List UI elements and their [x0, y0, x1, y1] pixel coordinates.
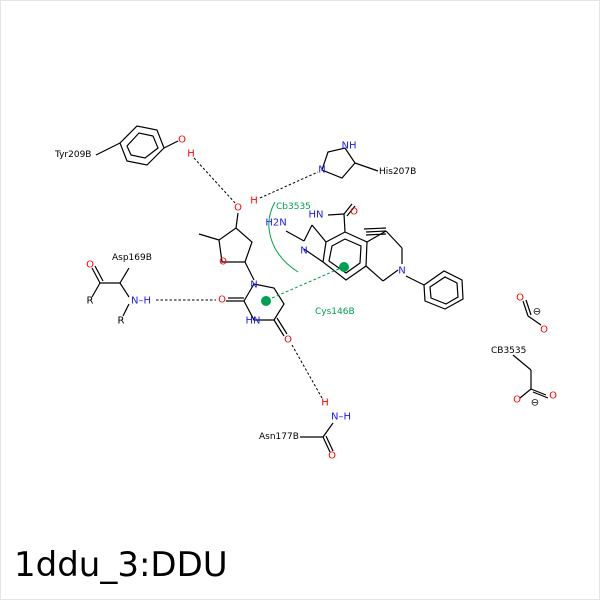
ligand-phenyl: [405, 270, 464, 310]
diagram-title: 1ddu_3:DDU: [14, 545, 228, 585]
cys146b-label: Cys146B: [315, 307, 355, 317]
ligand-amide-nh: HN: [309, 210, 324, 221]
tyr-oxygen: O: [178, 135, 186, 146]
carboxylate-1: O O ⊖: [516, 293, 548, 336]
asp-nh: N–H: [131, 296, 151, 307]
pi-interactions: Cb3535 Cys146B: [261, 201, 355, 317]
sugar-hydroxyl-oxygen: O: [234, 203, 242, 214]
uracil-n3: HN: [246, 316, 261, 327]
sugar-hydroxyl-hydrogen: H: [250, 196, 258, 207]
hydrogen-bonds: [156, 157, 323, 399]
tyr209b-residue: Tyr209B O H: [54, 125, 195, 166]
uracil-o2: O: [218, 295, 226, 306]
asn177b-label: Asn177B: [259, 432, 299, 442]
pi-center-uracil: [261, 296, 271, 306]
ligand-amine-n: N: [398, 266, 405, 277]
asn-nh: N–H: [331, 412, 351, 423]
asn-hydrogen: H: [321, 398, 329, 409]
ligand-amine: H2N: [265, 218, 286, 229]
ligand-uracil: N HN O O: [218, 280, 292, 346]
asn-oxygen: O: [328, 451, 336, 462]
uracil-n1: N: [250, 280, 257, 291]
ligand-carbonyl-oxygen: O: [350, 207, 358, 218]
pi-stack-line: [271, 267, 342, 299]
ligand-sugar: O O H: [198, 196, 258, 281]
tyr-hydrogen: H: [187, 149, 195, 160]
ligand-ring-n: N: [300, 246, 307, 257]
carboxylate-1-o1: O: [516, 293, 524, 304]
his-nh: NH: [342, 141, 357, 152]
pi-center-ligand: [339, 262, 349, 272]
asp169b-residue: O R R Asp169B N–H: [86, 253, 152, 327]
carboxylate-1-o2: O: [540, 325, 548, 336]
uracil-o4: O: [284, 335, 292, 346]
his-n1: N: [318, 165, 325, 176]
ligand-aromatic-system: HN N H2N O N: [265, 203, 406, 282]
asp169b-label: Asp169B: [112, 253, 152, 263]
asp-r1: R: [87, 296, 94, 307]
cb3535-label: CB3535: [491, 346, 526, 356]
cb-arc: [268, 201, 299, 273]
asp-r2: R: [118, 316, 125, 327]
cb3535-o2: O: [549, 391, 557, 402]
his207b-label: His207B: [379, 167, 416, 177]
tyr209b-label: Tyr209B: [54, 150, 91, 160]
cb3535-green-label: Cb3535: [276, 202, 311, 212]
his207b-residue: N NH His207B: [318, 141, 416, 179]
sugar-ring-oxygen: O: [219, 257, 227, 268]
asn177b-residue: Asn177B N–H H O: [259, 398, 351, 462]
asp-oxygen: O: [86, 260, 94, 271]
carboxylate-1-charge: ⊖: [533, 307, 541, 318]
cb3535-charge: ⊖: [531, 398, 539, 409]
cb3535-acid: CB3535 O O ⊖: [491, 346, 557, 409]
cb3535-o1: O: [513, 395, 521, 406]
